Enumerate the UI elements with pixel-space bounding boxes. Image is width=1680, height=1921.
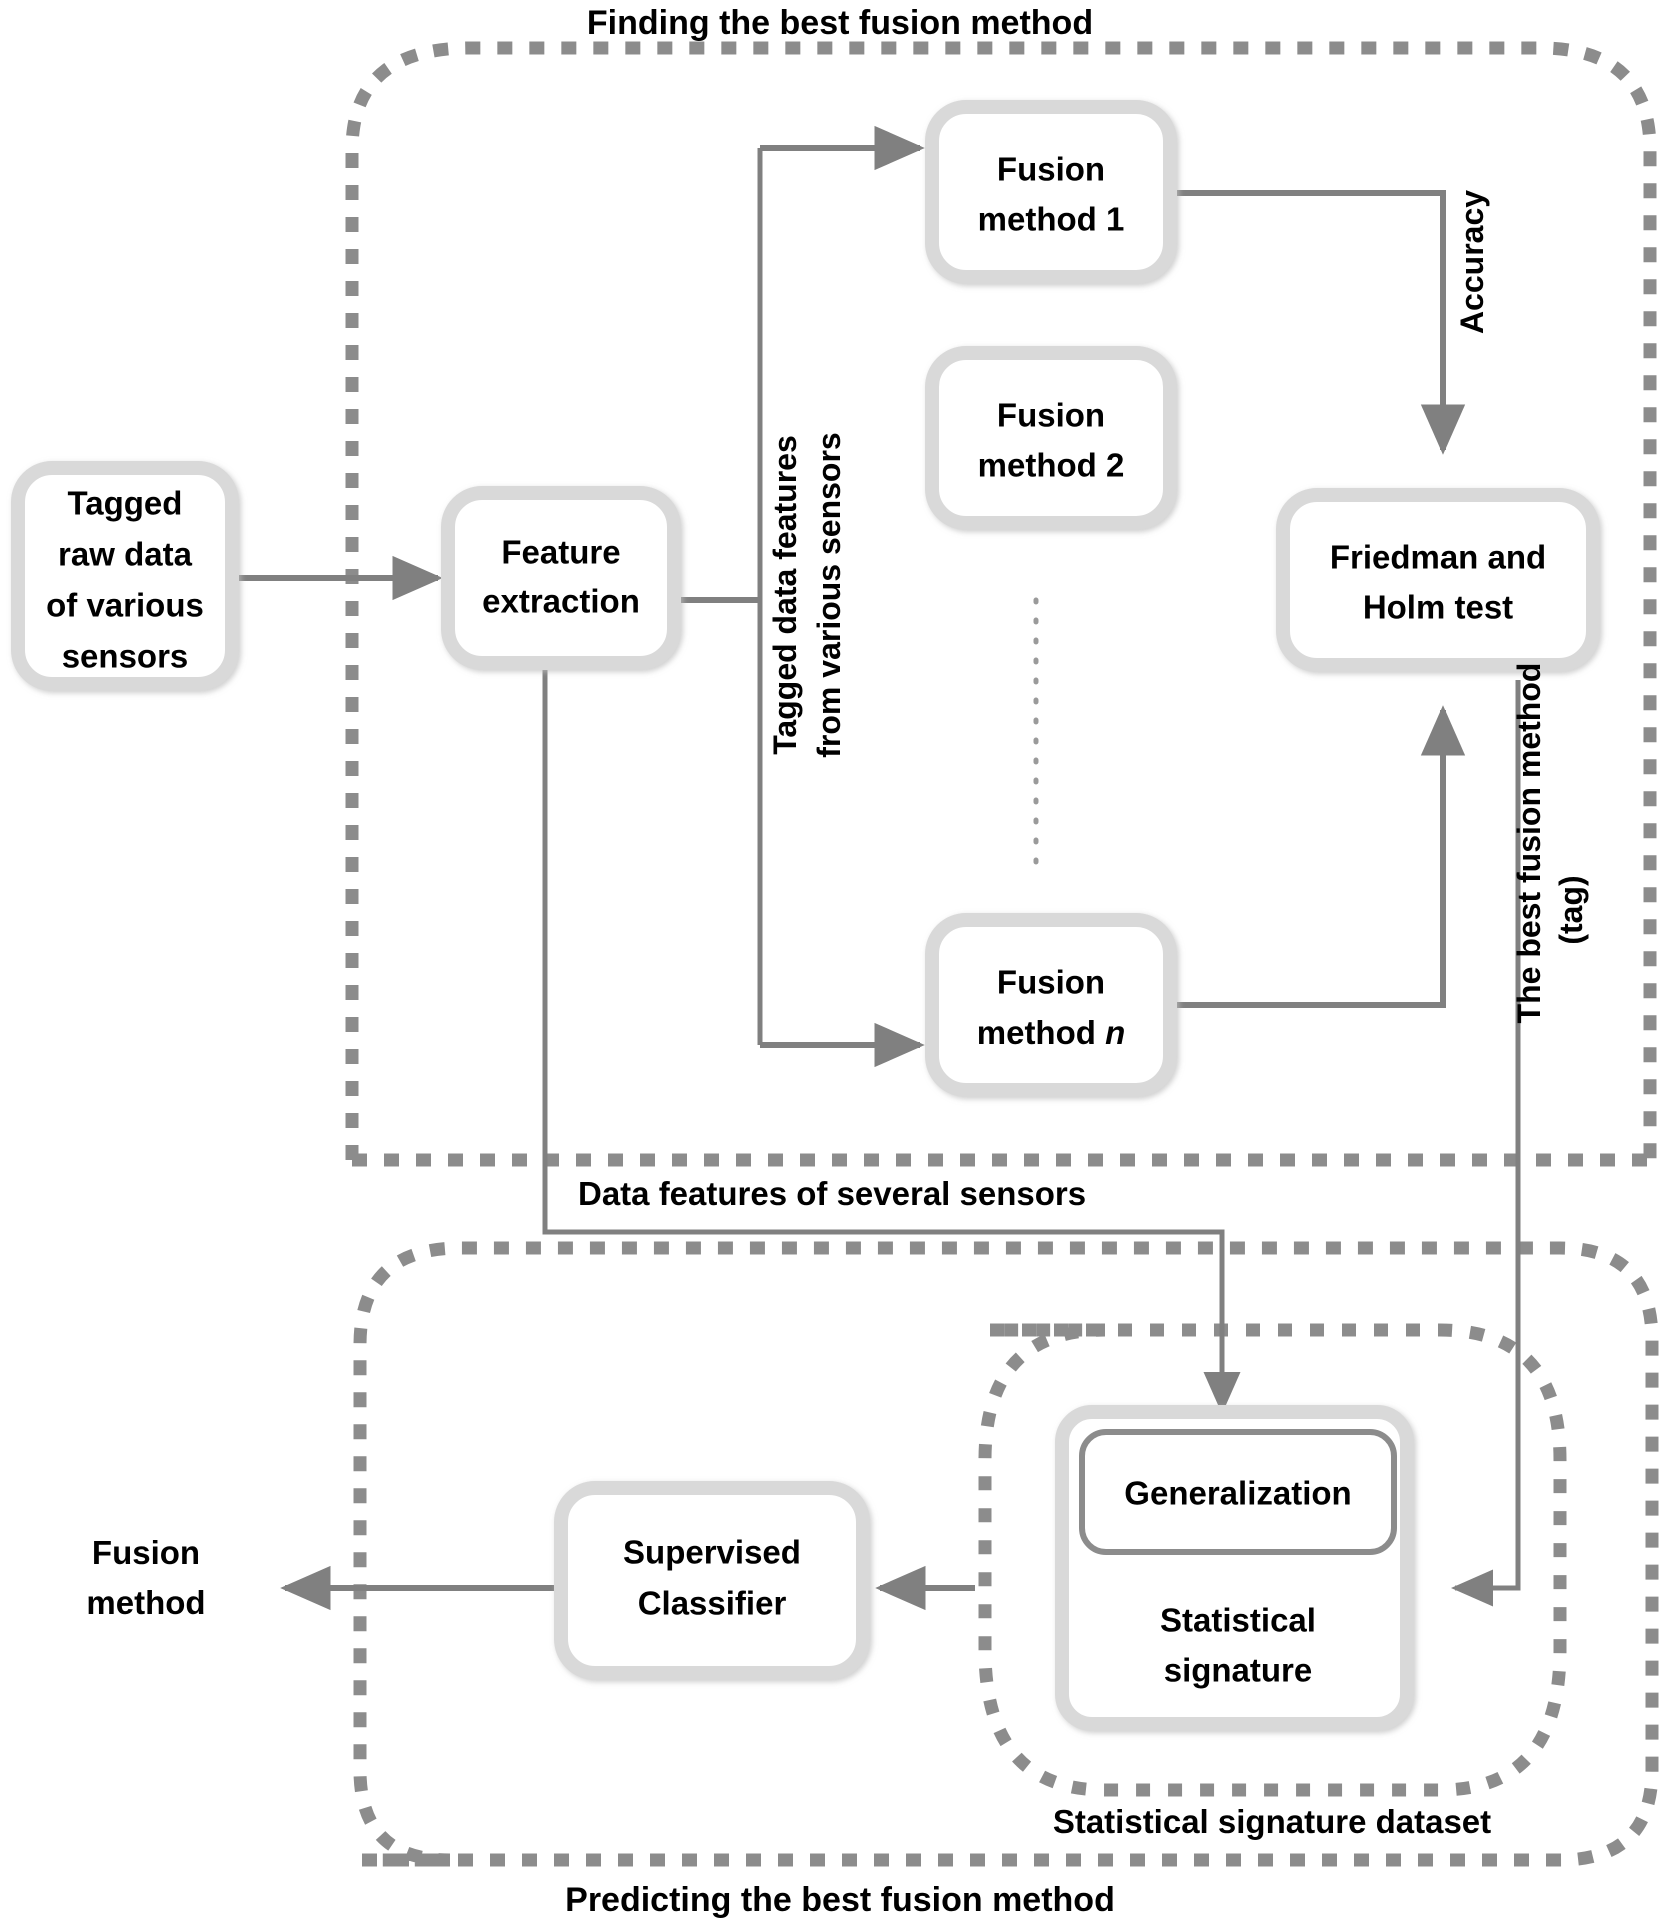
node-label-fusion-method-1-line1: Fusion: [997, 151, 1105, 188]
node-label-friedman-holm-line1: Friedman and: [1330, 539, 1546, 576]
group-title-statistical-signature-dataset: Statistical signature dataset: [1053, 1803, 1491, 1840]
edge-label-tagged-data-features-line2: from various sensors: [811, 432, 847, 757]
node-box-fusion-method-n[interactable]: [925, 913, 1177, 1097]
edge-friedman-to-statistical-signature: [1450, 680, 1521, 1607]
node-label-supervised-classifier-line2: Classifier: [638, 1585, 787, 1622]
node-box-supervised-classifier[interactable]: [554, 1481, 870, 1680]
node-label-statistical-signature-line1: Statistical: [1160, 1602, 1316, 1639]
output-label-line1: Fusion: [92, 1534, 200, 1571]
edge-label-accuracy: Accuracy: [1454, 190, 1490, 334]
node-label-tagged-raw-data-line2: raw data: [58, 536, 193, 573]
node-label-fusion-method-n-line2: method n: [977, 1014, 1126, 1051]
edge-label-best-fusion-method-line1: The best fusion method: [1511, 663, 1547, 1024]
node-box-friedman-holm-test[interactable]: [1276, 488, 1600, 672]
node-label-tagged-raw-data-line4: sensors: [62, 638, 189, 675]
node-label-feature-extraction-line2: extraction: [482, 583, 640, 620]
node-box-generalization[interactable]: [1079, 1429, 1397, 1555]
node-label-fusion-method-n-index: n: [1105, 1014, 1125, 1051]
edge-feature-extraction-to-statistical-signature: [542, 660, 1241, 1415]
group-title-finding: Finding the best fusion method: [587, 4, 1093, 42]
edge-fusion-method-1-to-friedman: [1175, 190, 1466, 455]
node-label-fusion-method-2-line1: Fusion: [997, 397, 1105, 434]
node-label-tagged-raw-data-line1: Tagged: [68, 485, 183, 522]
node-box-tagged-raw-data[interactable]: [11, 461, 239, 691]
node-label-fusion-method-1-line2: method 1: [978, 201, 1125, 238]
output-label-line2: method: [86, 1584, 205, 1621]
edge-label-best-fusion-method-line2: (tag): [1553, 875, 1589, 944]
node-box-fusion-method-2[interactable]: [925, 346, 1177, 530]
dashed-container-statistical-signature-dataset: [978, 1323, 1567, 1797]
dashed-container-predicting: [353, 1241, 1659, 1867]
edge-fusion-method-n-to-friedman: [1175, 705, 1466, 1008]
node-label-fusion-method-2-line2: method 2: [978, 447, 1125, 484]
node-label-fusion-method-n-text: method: [977, 1014, 1105, 1051]
dashed-container-finding: [345, 41, 1657, 1160]
group-title-predicting: Predicting the best fusion method: [565, 1881, 1115, 1919]
node-label-fusion-method-n-line1: Fusion: [997, 964, 1105, 1001]
node-label-generalization: Generalization: [1124, 1475, 1351, 1512]
edge-label-data-features-several-sensors: Data features of several sensors: [578, 1175, 1086, 1212]
node-label-statistical-signature-line2: signature: [1164, 1652, 1313, 1689]
node-label-friedman-holm-line2: Holm test: [1363, 589, 1513, 626]
node-box-fusion-method-1[interactable]: [925, 100, 1177, 284]
node-label-feature-extraction-line1: Feature: [501, 534, 620, 571]
node-label-supervised-classifier-line1: Supervised: [623, 1534, 801, 1571]
node-box-feature-extraction[interactable]: [441, 486, 681, 670]
node-label-tagged-raw-data-line3: of various: [46, 587, 204, 624]
edge-label-tagged-data-features-line1: Tagged data features: [767, 435, 803, 754]
